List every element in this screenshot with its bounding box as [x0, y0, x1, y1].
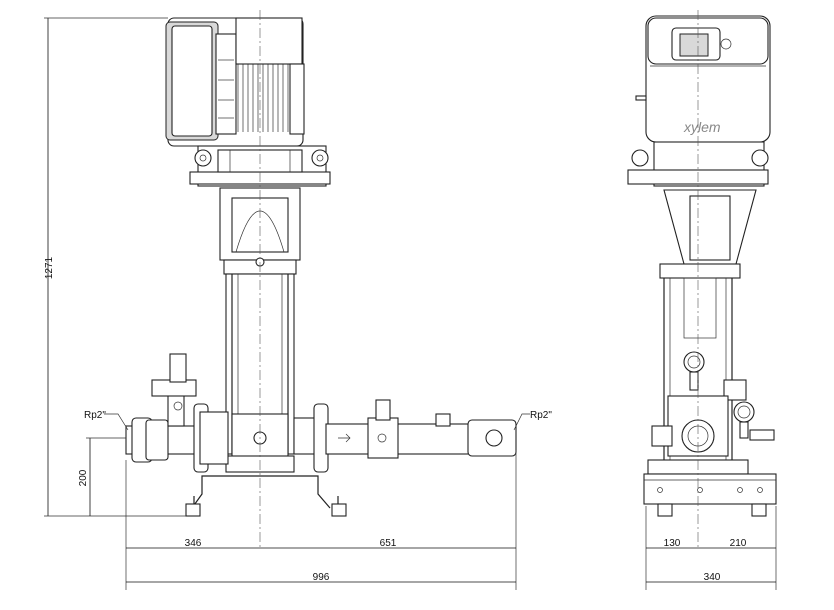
- base-frame: [185, 475, 347, 517]
- brand-logo: xylem: [683, 119, 721, 135]
- side-base: [643, 473, 777, 517]
- motor-drive: [165, 17, 305, 147]
- dim-side-total-width: 340: [704, 572, 721, 583]
- dim-inlet-height: 200: [78, 469, 89, 486]
- front-dimensions: 1271 200 346 651 996 Rp2" Rp2": [44, 17, 552, 590]
- dim-total-height: 1271: [44, 256, 55, 279]
- side-dimensions: 130 210 340: [645, 506, 777, 590]
- dim-side-center-to-right: 210: [730, 538, 747, 549]
- connection-left-label: Rp2": [84, 410, 106, 421]
- dim-side-left-to-center: 130: [664, 538, 681, 549]
- dim-left-to-center: 346: [185, 538, 202, 549]
- side-motor: xylem: [635, 15, 771, 143]
- connection-right-label: Rp2": [530, 410, 552, 421]
- side-view: xylem: [627, 10, 777, 550]
- side-gauges: [683, 351, 775, 441]
- discharge-manifold: [293, 399, 517, 473]
- suction-manifold: [125, 353, 229, 473]
- motor-bracket: [189, 145, 331, 187]
- dim-center-to-right: 651: [380, 538, 397, 549]
- side-lantern: [659, 189, 757, 279]
- front-view: [125, 10, 517, 550]
- dim-total-length: 996: [313, 572, 330, 583]
